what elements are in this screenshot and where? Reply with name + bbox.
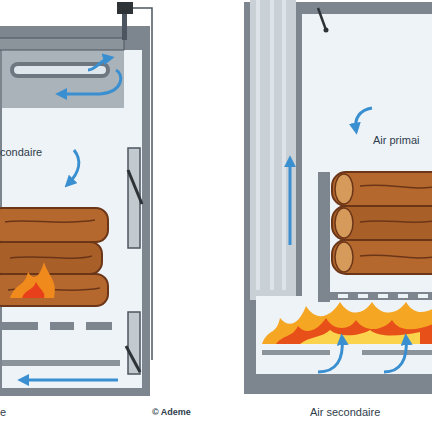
flow-arrow <box>356 108 372 130</box>
grate-slot <box>358 294 368 298</box>
log-stack <box>0 208 108 306</box>
grate-slot <box>398 294 408 298</box>
heat-exchanger <box>2 50 124 108</box>
grate-slot <box>338 294 348 298</box>
left-boiler <box>0 2 152 396</box>
part-label: Air primai <box>373 134 419 146</box>
part-label: condaire <box>0 146 42 158</box>
flame <box>22 282 44 298</box>
log-stack <box>335 174 353 204</box>
boiler-lid <box>0 38 124 50</box>
grate <box>318 292 432 300</box>
flow-arrow <box>384 338 406 372</box>
ash-door <box>128 312 140 374</box>
air-channel <box>362 350 432 355</box>
part-label: Air secondaire <box>310 406 380 418</box>
grate <box>50 322 74 330</box>
grate <box>2 322 112 330</box>
damper <box>324 28 329 33</box>
flame <box>262 302 432 344</box>
exchanger-tube <box>10 62 110 78</box>
part-label: © Ademe <box>152 407 191 417</box>
log-stack <box>332 172 432 274</box>
control-knob <box>117 2 133 14</box>
flow-arrow <box>289 160 292 245</box>
control-stem <box>122 14 127 40</box>
door-handle <box>126 346 140 372</box>
log-stack <box>335 242 353 272</box>
flow-arrow <box>88 58 110 70</box>
log-stack <box>332 172 432 206</box>
combustion-chamber <box>256 296 432 374</box>
air-channel <box>262 350 330 355</box>
grate-slot <box>338 294 428 298</box>
flow-arrow <box>318 338 342 372</box>
log-stack <box>332 206 432 240</box>
flame <box>276 318 432 344</box>
chimney-flue <box>250 0 296 300</box>
grate <box>2 322 38 330</box>
log-stack <box>335 208 353 238</box>
log-stack <box>332 240 432 274</box>
flow-arrow <box>60 70 121 94</box>
part-label: e <box>0 406 6 418</box>
damper <box>318 8 326 30</box>
door-handle <box>128 170 142 204</box>
flame <box>10 262 55 298</box>
air-channel <box>2 360 120 366</box>
grate-slot <box>378 294 388 298</box>
flow-arrow <box>68 150 79 184</box>
flow-arrow <box>22 379 118 382</box>
smoke-streak <box>258 0 284 290</box>
log-stack <box>360 185 432 258</box>
grate-slot <box>418 294 428 298</box>
log-stack <box>0 208 108 242</box>
right-boiler <box>244 0 432 394</box>
flame <box>300 330 420 344</box>
chamber-wall <box>318 172 330 302</box>
grate <box>86 322 112 330</box>
